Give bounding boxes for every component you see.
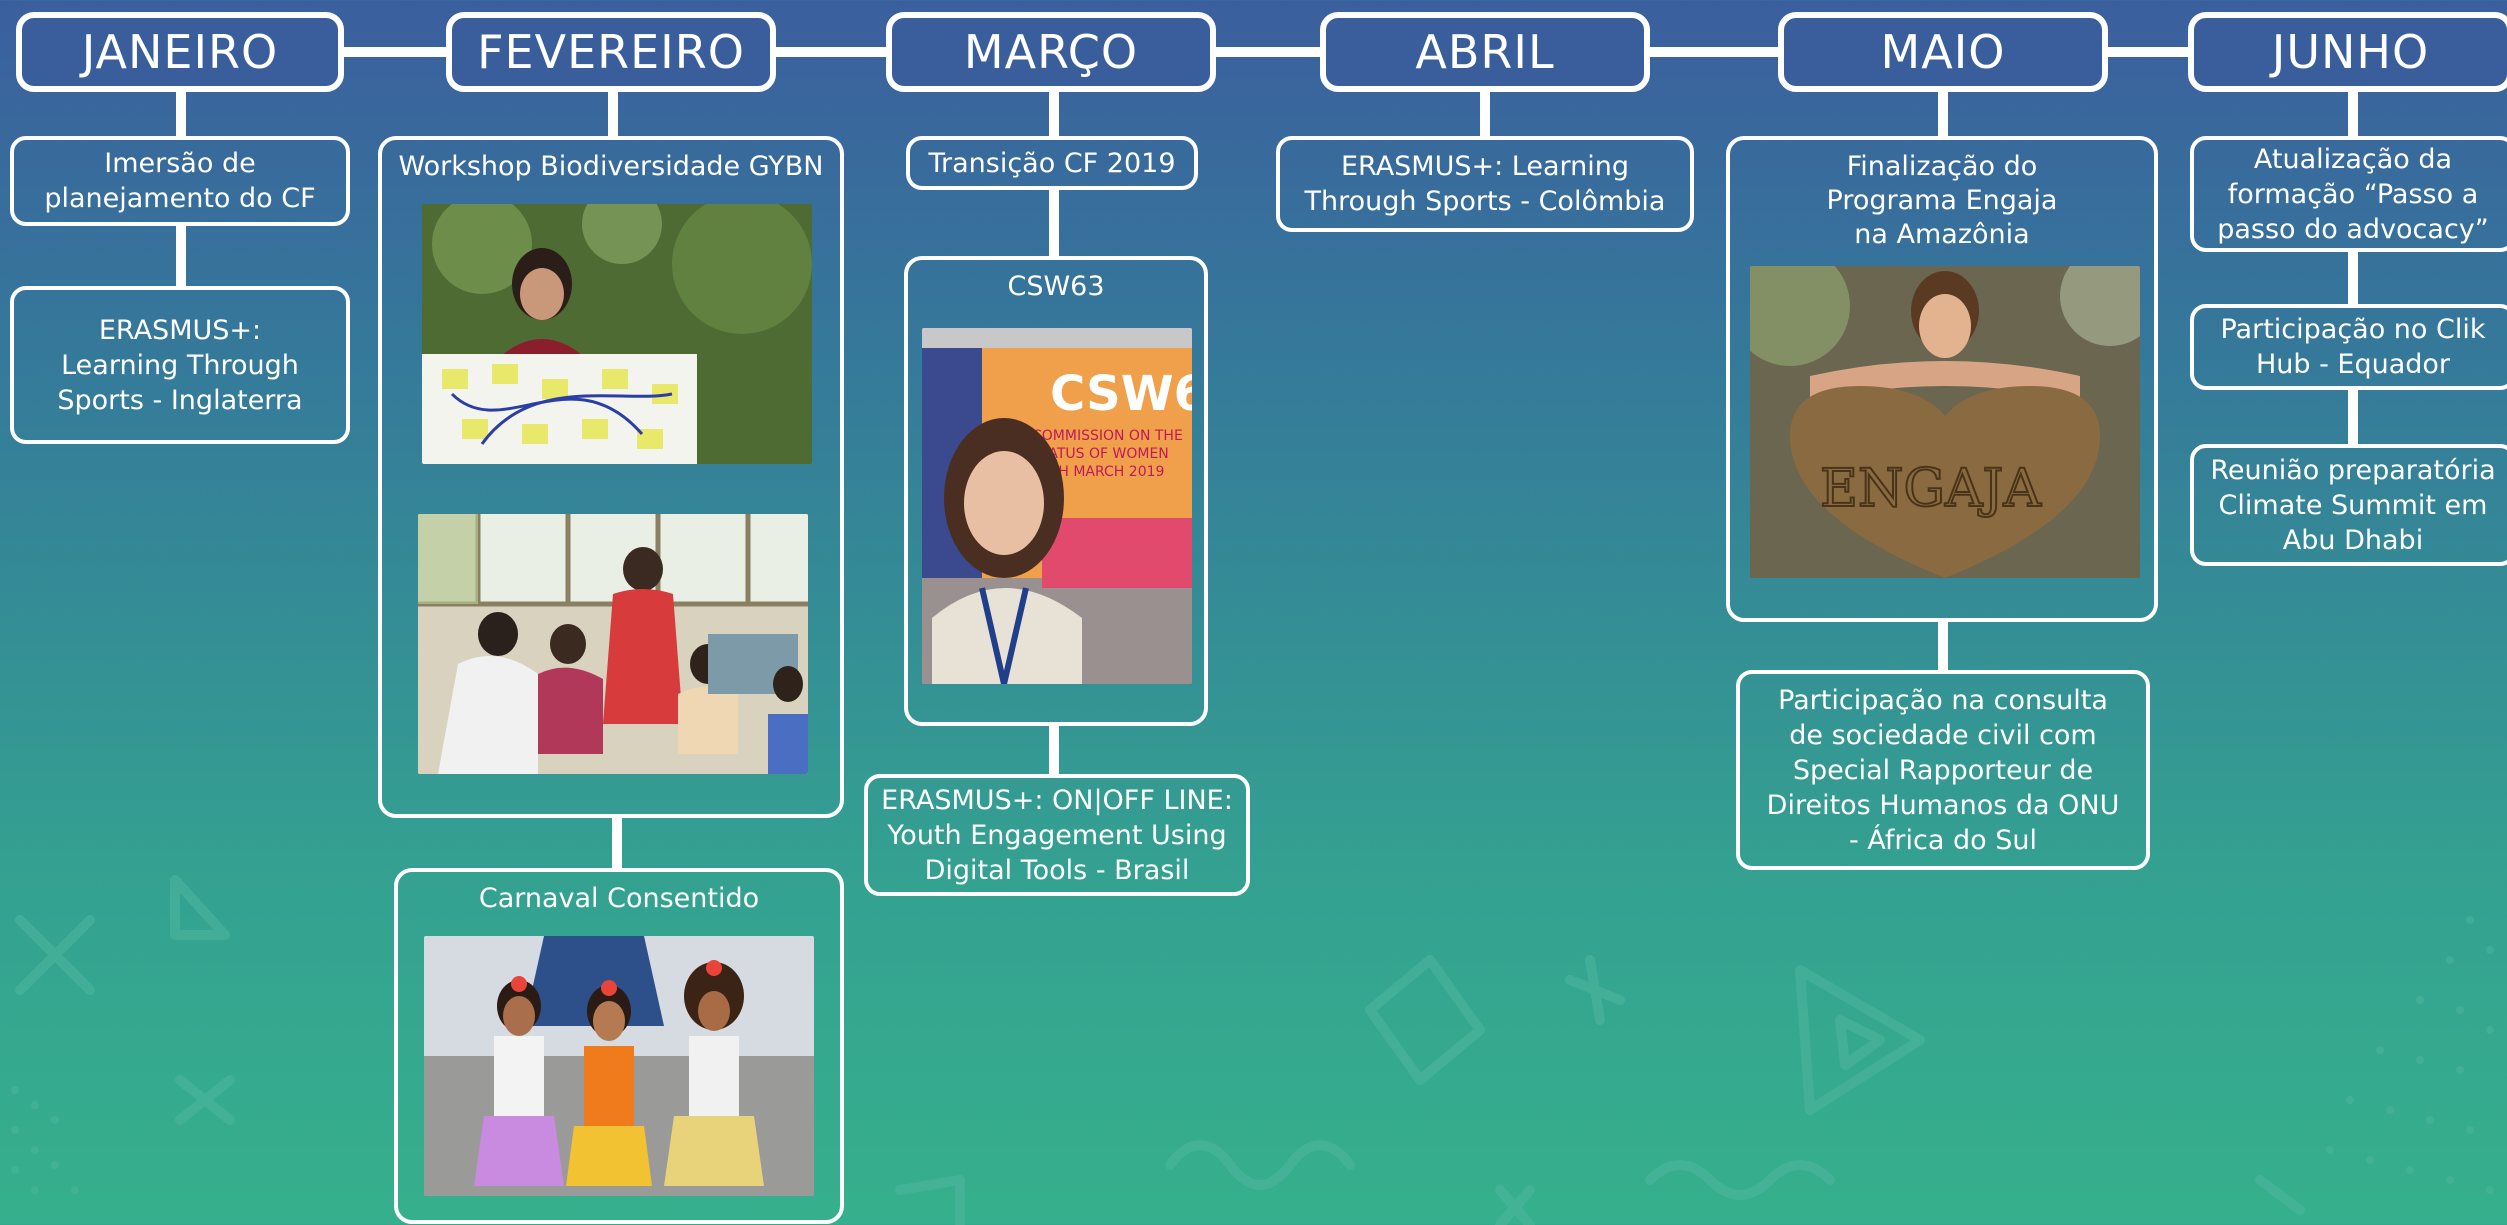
timeline-connector bbox=[1210, 47, 1330, 57]
csw-banner-title: CSW63 bbox=[1050, 366, 1192, 422]
event-box: Imersão de planejamento do CF bbox=[10, 136, 350, 226]
engaja-photo: ENGAJA bbox=[1750, 266, 2140, 578]
connector bbox=[1049, 186, 1059, 258]
connector bbox=[2348, 388, 2358, 446]
photo-illustration: CSW63 COMMISSION ON THE STATUS OF WOMEN … bbox=[922, 328, 1192, 684]
timeline-connector bbox=[340, 47, 450, 57]
month-header-marco: MARÇO bbox=[886, 12, 1216, 92]
event-box: Reunião preparatória Climate Summit em A… bbox=[2190, 444, 2507, 566]
connector bbox=[2348, 92, 2358, 137]
month-header-abril: ABRIL bbox=[1320, 12, 1650, 92]
month-header-janeiro: JANEIRO bbox=[16, 12, 344, 92]
csw-banner-subtitle: COMMISSION ON THE bbox=[1032, 428, 1183, 444]
connector bbox=[1480, 92, 1490, 137]
event-box: ERASMUS+: ON|OFF LINE: Youth Engagement … bbox=[864, 774, 1250, 896]
connector bbox=[2348, 250, 2358, 306]
engaja-carving-text: ENGAJA bbox=[1820, 459, 2042, 519]
workshop-photo-1 bbox=[422, 204, 812, 464]
month-header-fevereiro: FEVEREIRO bbox=[446, 12, 776, 92]
connector bbox=[612, 814, 622, 870]
photo-illustration bbox=[422, 204, 812, 464]
event-box: Atualização da formação “Passo a passo d… bbox=[2190, 136, 2507, 252]
connector bbox=[1938, 620, 1948, 672]
event-box: Transição CF 2019 bbox=[906, 136, 1198, 190]
connector bbox=[176, 92, 186, 138]
event-box: Participação no Clik Hub - Equador bbox=[2190, 304, 2507, 390]
event-box: ERASMUS+: Learning Through Sports - Colô… bbox=[1276, 136, 1694, 232]
photo-illustration bbox=[418, 514, 808, 774]
photo-illustration: ENGAJA bbox=[1750, 266, 2140, 578]
carnaval-photo bbox=[424, 936, 814, 1196]
connector bbox=[1049, 92, 1059, 137]
event-box: ERASMUS+: Learning Through Sports - Ingl… bbox=[10, 286, 350, 444]
event-card-workshop: Workshop Biodiversidade GYBN bbox=[378, 136, 844, 818]
csw-banner-subtitle: STATUS OF WOMEN bbox=[1032, 446, 1169, 462]
event-card-carnaval: Carnaval Consentido bbox=[394, 868, 844, 1224]
event-title: Finalização do Programa Engaja na Amazôn… bbox=[1826, 151, 2058, 250]
photo-illustration bbox=[424, 936, 814, 1196]
month-header-junho: JUNHO bbox=[2188, 12, 2507, 92]
timeline-connector bbox=[2100, 47, 2200, 57]
event-title: CSW63 bbox=[1007, 271, 1105, 302]
event-title: Workshop Biodiversidade GYBN bbox=[398, 151, 824, 182]
csw-banner-subtitle: 11TH MARCH 2019 bbox=[1032, 464, 1164, 480]
event-card-csw63: CSW63 CSW63 COMMISSION ON THE STATUS OF … bbox=[904, 256, 1208, 726]
event-card-engaja: Finalização do Programa Engaja na Amazôn… bbox=[1726, 136, 2158, 622]
timeline-connector bbox=[1645, 47, 1785, 57]
event-title: Carnaval Consentido bbox=[478, 883, 760, 914]
event-box: Participação na consulta de sociedade ci… bbox=[1736, 670, 2150, 870]
csw63-selfie-photo: CSW63 COMMISSION ON THE STATUS OF WOMEN … bbox=[922, 328, 1192, 684]
workshop-photo-2 bbox=[418, 514, 808, 774]
connector bbox=[1049, 722, 1059, 776]
month-header-maio: MAIO bbox=[1778, 12, 2108, 92]
connector bbox=[176, 222, 186, 290]
connector bbox=[608, 92, 618, 137]
connector bbox=[1938, 92, 1948, 137]
timeline-connector bbox=[770, 47, 890, 57]
